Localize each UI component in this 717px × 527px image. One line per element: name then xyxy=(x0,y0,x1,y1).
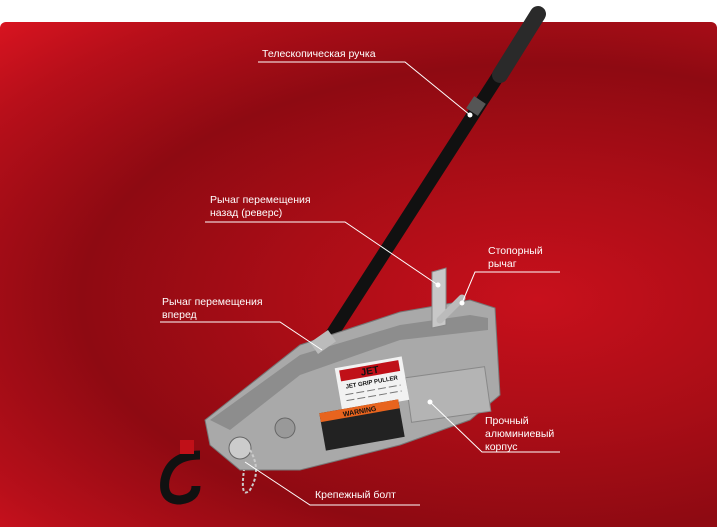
forward-lever xyxy=(309,329,337,355)
leader-dot xyxy=(467,112,473,118)
label-text: рычаг xyxy=(488,258,517,270)
leader-line-body xyxy=(429,401,560,453)
label-text: назад (реверс) xyxy=(210,207,283,219)
warning-label-group: WARNING xyxy=(319,399,405,451)
leader-lines xyxy=(160,61,560,506)
plate-specs xyxy=(346,390,402,402)
body-top-edge xyxy=(210,315,488,430)
hook xyxy=(160,450,201,505)
hook-latch xyxy=(180,440,194,454)
leader-dot xyxy=(459,300,465,306)
name-plate-group: JET JET GRIP PULLER xyxy=(334,356,410,412)
leader-line-telescopic-handle xyxy=(258,61,471,116)
leader-line-forward-lever xyxy=(160,321,323,351)
label-text: Рычаг перемещения xyxy=(210,194,311,206)
chain xyxy=(241,449,257,494)
label-text: корпус xyxy=(485,441,518,453)
brand-bar xyxy=(339,360,401,382)
leader-line-reverse-lever xyxy=(205,221,439,286)
fixing-bolt xyxy=(228,436,252,460)
brand-logo: JET xyxy=(360,365,380,379)
label-text: Телескопическая ручка xyxy=(262,48,376,60)
label-text: вперед xyxy=(162,309,197,321)
release-lever xyxy=(436,294,466,324)
handle-grip xyxy=(492,6,546,83)
pulley-hub xyxy=(274,417,296,439)
label-text: Прочный xyxy=(485,415,529,427)
label-text: Стопорный xyxy=(488,245,543,257)
label-text: Крепежный болт xyxy=(315,489,396,501)
label-text: алюминиевый xyxy=(485,428,555,440)
label-text: Рычаг перемещения xyxy=(162,296,263,308)
leader-line-release-lever xyxy=(461,271,560,304)
body-cover-plate xyxy=(404,366,492,423)
label-telescopic-handle: Телескопическая ручка xyxy=(262,48,376,61)
plate-specs xyxy=(345,384,401,396)
handle-joint xyxy=(466,96,486,116)
leader-line-fixing-bolt xyxy=(244,461,420,506)
warning-stripe xyxy=(319,399,400,423)
label-fixing-bolt: Крепежный болт xyxy=(315,489,396,502)
leader-dot xyxy=(427,399,433,405)
leader-dot xyxy=(435,282,441,288)
leader-dots xyxy=(427,112,473,405)
